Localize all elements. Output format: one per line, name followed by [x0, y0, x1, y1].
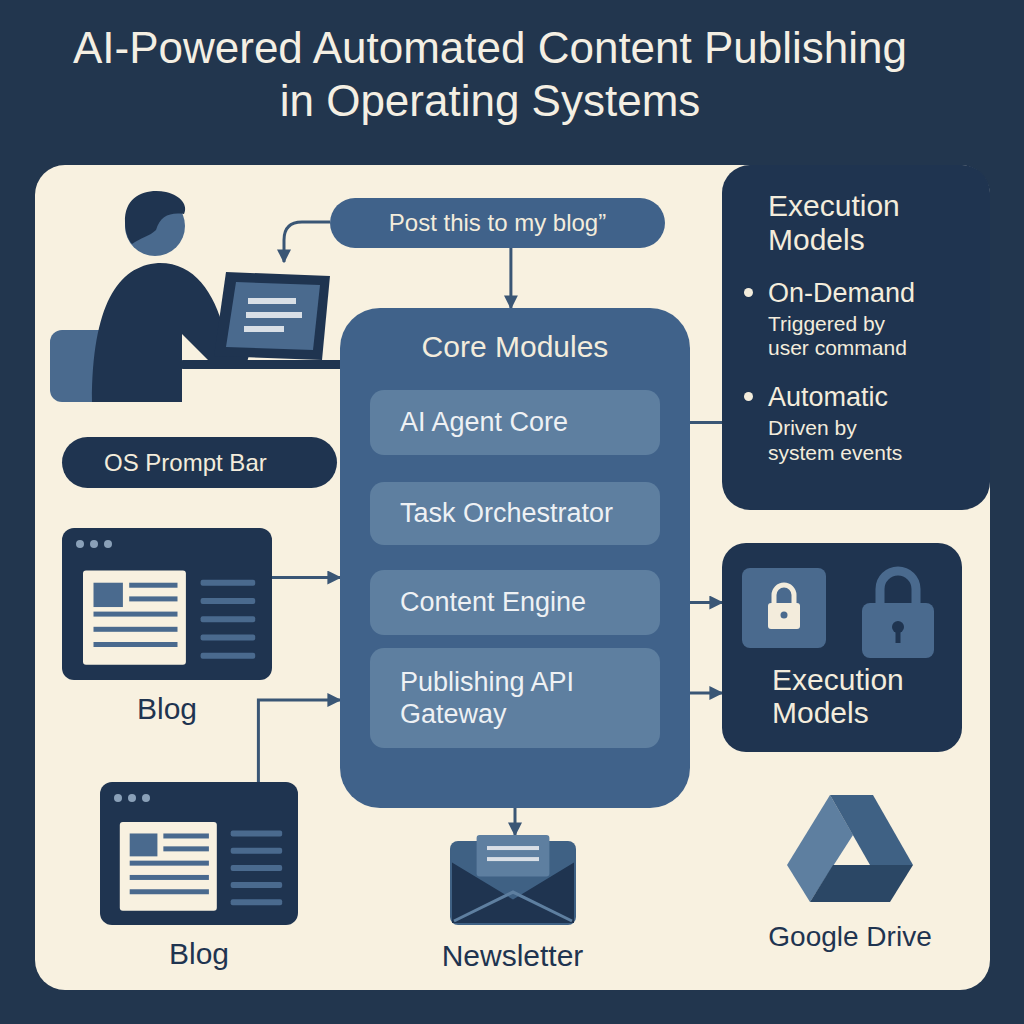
side-line: [231, 831, 282, 837]
page-image: [130, 833, 158, 856]
newsletter-icon: Newsletter: [430, 835, 595, 973]
page-image: [94, 583, 123, 607]
connector: [509, 248, 512, 308]
node-label: Newsletter: [430, 939, 595, 973]
module-box: AI Agent Core: [370, 390, 660, 455]
side-line: [201, 653, 256, 659]
side-line: [201, 598, 256, 604]
side-line: [201, 634, 256, 640]
person-illustration: [125, 191, 185, 244]
window-dot: [142, 794, 150, 802]
side-line: [201, 580, 256, 586]
lock-shackle: [774, 585, 794, 605]
envelope-flap: [452, 863, 574, 923]
page-line: [163, 846, 209, 851]
side-line: [231, 899, 282, 905]
node-label: Publishing API Gateway: [400, 666, 642, 731]
page-line: [130, 875, 209, 880]
node-label: Post this to my blog”: [389, 209, 606, 237]
lock-tile: [742, 568, 826, 648]
blog-graphic: [62, 528, 272, 680]
letter: [476, 835, 549, 876]
connector: [258, 700, 340, 782]
node-label: Task Orchestrator: [400, 497, 613, 529]
node-label: AI Agent Core: [400, 406, 568, 438]
page-line: [129, 596, 177, 601]
info-panel: Execution ModelsOn-DemandTriggered by us…: [722, 165, 990, 510]
mail-graphic: [448, 835, 578, 927]
window-frame: [100, 782, 298, 925]
blog-icon: Blog: [62, 528, 272, 726]
page-sheet: [120, 822, 217, 911]
side-line: [231, 865, 282, 871]
page-line: [94, 612, 178, 617]
module-box: Publishing API Gateway: [370, 648, 660, 748]
person-illustration: [246, 312, 302, 318]
keyhole: [896, 629, 901, 643]
person-illustration: [248, 298, 296, 304]
window-dot: [114, 794, 122, 802]
content-panel: [35, 165, 990, 990]
page-line: [163, 833, 209, 838]
node-label: Execution Models: [768, 189, 968, 256]
person-illustration: [244, 326, 284, 332]
blog-graphic: [100, 782, 298, 925]
node-text: Driven by system events: [768, 416, 928, 464]
page-sheet: [83, 571, 186, 665]
page-line: [130, 861, 209, 866]
window-frame: [62, 528, 272, 680]
module-group: Core Modules AI Agent CoreTask Orchestrat…: [340, 308, 690, 808]
security-box: Execution Models: [722, 543, 962, 752]
lock-body: [768, 603, 800, 629]
window-dot: [90, 540, 98, 548]
person-illustration: [50, 191, 345, 402]
module-box: Task Orchestrator: [370, 482, 660, 545]
node-label: Core Modules: [340, 330, 690, 364]
side-line: [231, 882, 282, 888]
page-line: [94, 627, 178, 632]
drive-right: [830, 795, 913, 865]
padlock-shackle: [880, 571, 916, 605]
person-illustration: [214, 272, 330, 360]
drive-icon: Google Drive: [745, 790, 955, 953]
speech-bubble: Post this to my blog”: [330, 198, 665, 248]
node-label: Blog: [62, 692, 272, 726]
window-dot: [76, 540, 84, 548]
drive-graphic: [785, 790, 915, 905]
connector: [514, 808, 517, 835]
window-dot: [128, 794, 136, 802]
padlock-body: [862, 603, 934, 658]
person-illustration: [226, 282, 320, 350]
keyhole: [781, 612, 788, 619]
node-label: Google Drive: [745, 921, 955, 953]
module-box: Content Engine: [370, 570, 660, 635]
side-line: [201, 616, 256, 622]
node-text: On-Demand: [768, 278, 974, 309]
letter-line: [487, 857, 539, 861]
page-line: [129, 583, 177, 588]
node-text: Automatic: [768, 382, 974, 413]
node-label: Execution Models: [722, 663, 942, 729]
connector: [272, 576, 340, 579]
locks-graphic: [722, 543, 962, 663]
side-line: [231, 848, 282, 854]
drive-bottom: [810, 865, 913, 902]
window-dot: [104, 540, 112, 548]
person-illustration: [180, 360, 345, 369]
envelope-fold: [454, 892, 572, 921]
page-line: [130, 889, 209, 894]
title-block: AI-Powered Automated Content Publishing …: [60, 22, 920, 128]
prompt-bar: OS Prompt Bar: [62, 437, 337, 488]
diagram-title: AI-Powered Automated Content Publishing …: [60, 22, 920, 128]
arrow-to-laptop: [284, 222, 330, 262]
page-line: [94, 642, 178, 647]
letter-line: [487, 846, 539, 850]
blog-icon: Blog: [100, 782, 298, 971]
node-label: Content Engine: [400, 586, 586, 618]
node-label: OS Prompt Bar: [104, 449, 267, 477]
node-text: Triggered by user command: [768, 312, 928, 360]
node-label: Blog: [100, 937, 298, 971]
